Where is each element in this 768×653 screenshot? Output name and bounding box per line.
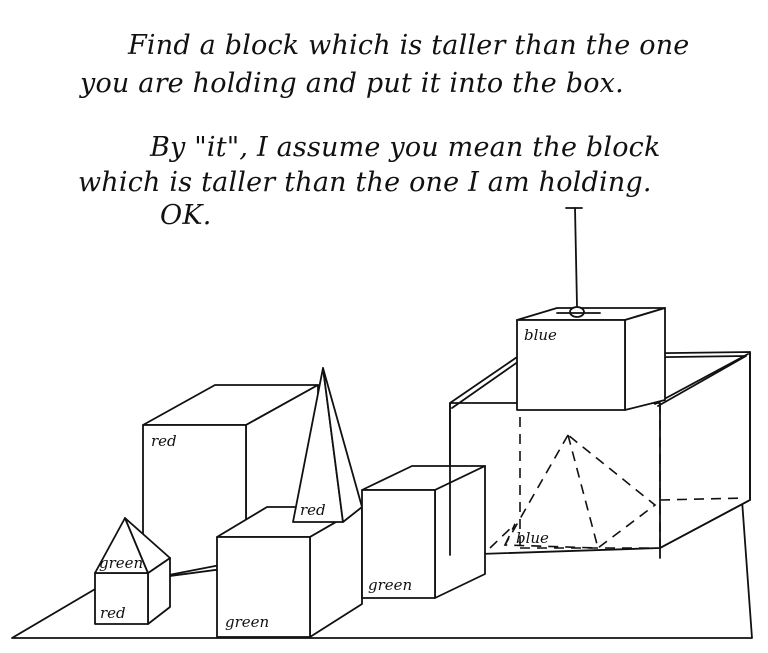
label-small-pyramid: green bbox=[99, 554, 143, 572]
label-tall-pyramid: red bbox=[300, 501, 326, 519]
command-line-2: you are holding and put it into the box. bbox=[80, 68, 624, 99]
label-mid-block: green bbox=[368, 576, 412, 594]
label-tall-block: red bbox=[151, 432, 177, 450]
reply-line-2: which is taller than the one I am holdin… bbox=[78, 167, 652, 198]
label-small-cube: red bbox=[100, 604, 126, 622]
reply-line-3: OK. bbox=[160, 200, 212, 231]
label-front-cube: green bbox=[225, 613, 269, 631]
mid-green-block: green bbox=[361, 465, 486, 599]
robot-hand bbox=[556, 207, 601, 318]
tall-red-pyramid: red bbox=[292, 367, 363, 523]
reply-line-1: By "it", I assume you mean the block bbox=[150, 132, 661, 163]
gripper-icon bbox=[569, 306, 585, 318]
label-held-block: blue bbox=[524, 326, 557, 344]
small-green-pyramid: green bbox=[94, 517, 171, 574]
front-green-cube: green bbox=[216, 506, 363, 638]
label-box-pyramid: blue bbox=[516, 529, 549, 547]
held-blue-block: blue bbox=[516, 307, 666, 411]
command-line-1: Find a block which is taller than the on… bbox=[128, 30, 690, 61]
blue-pyramid-in-box: blue bbox=[489, 433, 657, 549]
